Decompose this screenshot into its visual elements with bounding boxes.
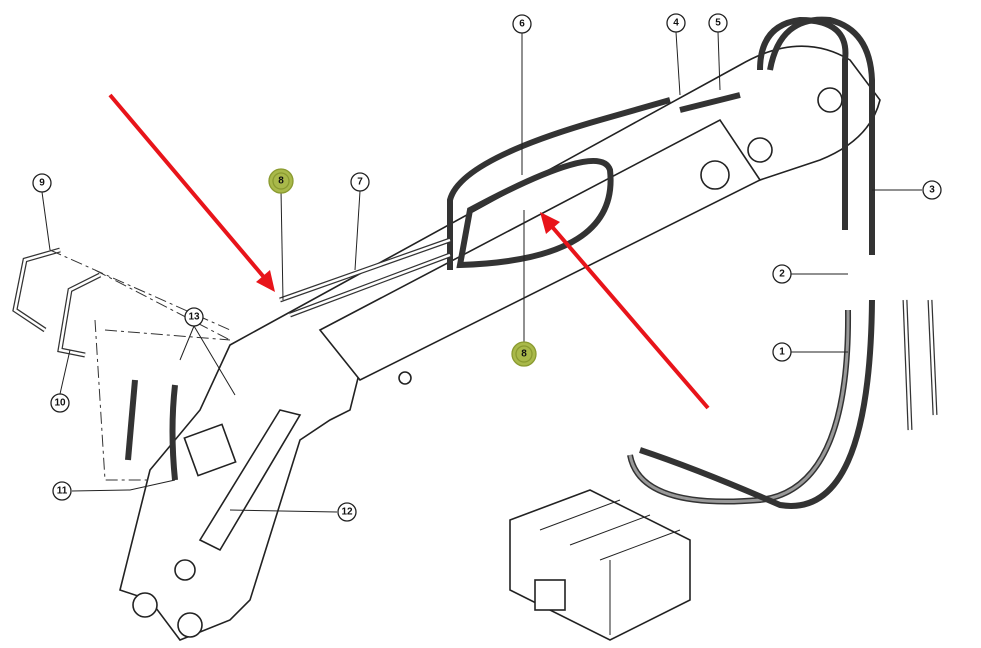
reference-dashed-lines xyxy=(49,249,231,481)
callout-3: 3 xyxy=(922,180,942,200)
hydraulic-hoses xyxy=(12,16,938,509)
callout-4: 4 xyxy=(666,13,686,33)
svg-text:5: 5 xyxy=(715,18,721,29)
callout-7: 7 xyxy=(350,172,370,192)
boom-arm xyxy=(119,45,881,641)
red-arrow-left xyxy=(108,93,270,284)
callout-1: 1 xyxy=(772,342,792,362)
callout-8-highlighted-left: 8 xyxy=(268,168,294,194)
red-arrows xyxy=(108,93,710,410)
arrowhead-left xyxy=(256,270,275,292)
svg-text:2: 2 xyxy=(779,269,785,280)
svg-text:1: 1 xyxy=(779,347,785,358)
callout-13: 13 xyxy=(184,307,204,327)
svg-text:13: 13 xyxy=(188,312,200,323)
arrowhead-right xyxy=(540,212,560,234)
svg-text:12: 12 xyxy=(341,507,353,518)
svg-text:4: 4 xyxy=(673,18,679,29)
svg-text:6: 6 xyxy=(519,19,525,30)
svg-text:7: 7 xyxy=(357,177,363,188)
svg-text:9: 9 xyxy=(39,178,45,189)
callout-12: 12 xyxy=(337,502,357,522)
svg-text:8: 8 xyxy=(521,349,527,360)
callout-2: 2 xyxy=(772,264,792,284)
control-valve-block xyxy=(509,489,691,641)
svg-text:11: 11 xyxy=(57,486,68,497)
callout-9: 9 xyxy=(32,173,52,193)
svg-text:8: 8 xyxy=(278,176,284,187)
red-arrow-right xyxy=(546,220,710,410)
leader-lines xyxy=(41,31,922,513)
svg-text:10: 10 xyxy=(54,398,66,409)
callout-5: 5 xyxy=(708,13,728,33)
callout-8-highlighted-right: 8 xyxy=(511,341,537,367)
callout-6: 6 xyxy=(512,14,532,34)
svg-text:3: 3 xyxy=(929,185,935,196)
callout-10: 10 xyxy=(50,393,70,413)
callout-11: 11 xyxy=(52,481,72,501)
